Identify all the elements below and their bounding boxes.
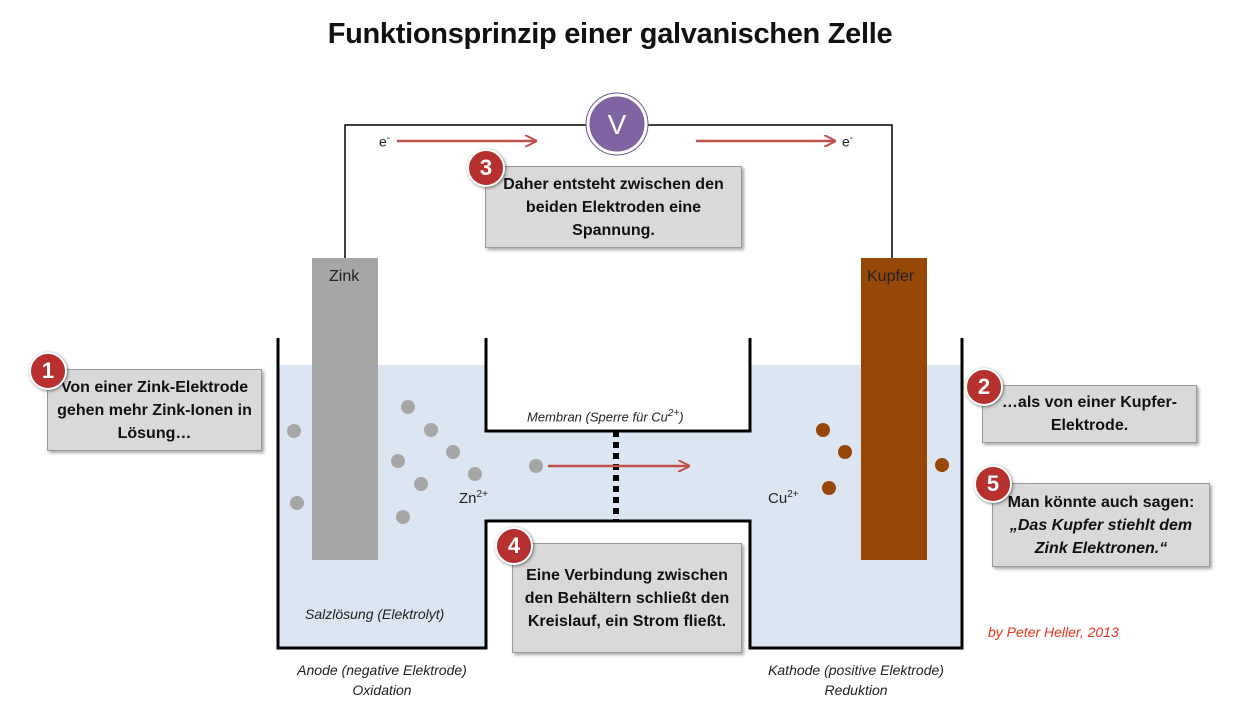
callout-4: Eine Verbindung zwischen den Behältern s… xyxy=(512,543,742,653)
copper-electrode xyxy=(861,258,927,560)
voltmeter xyxy=(586,93,648,155)
zinc-ion xyxy=(446,445,460,459)
callout-badge-3: 3 xyxy=(467,149,505,187)
zinc-label: Zink xyxy=(329,268,360,285)
callout-5: Man könnte auch sagen: „Das Kupfer stieh… xyxy=(992,483,1210,567)
callout-3: Daher entsteht zwischen den beiden Elekt… xyxy=(485,166,742,248)
copper-ion-label: Cu2+ xyxy=(768,489,799,507)
zinc-electrode xyxy=(312,258,378,560)
zinc-ion xyxy=(424,423,438,437)
zinc-ion-label: Zn2+ xyxy=(459,489,488,507)
callout-1: Von einer Zink-Elektrode gehen mehr Zink… xyxy=(47,369,262,451)
cathode-label: Kathode (positive Elektrode)Reduktion xyxy=(768,662,944,698)
callout-5-line2: „Das Kupfer stiehlt dem Zink Elektronen.… xyxy=(1009,516,1193,557)
anode-label: Anode (negative Elektrode)Oxidation xyxy=(297,662,467,698)
callout-badge-5: 5 xyxy=(974,465,1012,503)
zinc-ion xyxy=(290,496,304,510)
voltmeter-symbol: V xyxy=(608,109,627,140)
callout-badge-1: 1 xyxy=(29,352,67,390)
zinc-ion xyxy=(391,454,405,468)
zinc-ion xyxy=(401,400,415,414)
copper-ion xyxy=(822,481,836,495)
page-title: Funktionsprinzip einer galvanischen Zell… xyxy=(327,18,893,50)
callout-badge-2: 2 xyxy=(965,368,1003,406)
electrolyte-label: Salzlösung (Elektrolyt) xyxy=(305,606,445,622)
zinc-ion xyxy=(468,467,482,481)
copper-ion xyxy=(935,458,949,472)
zinc-ions xyxy=(287,400,543,524)
zinc-ion xyxy=(529,459,543,473)
zinc-ion xyxy=(414,477,428,491)
electron-label-left: e- xyxy=(379,133,391,150)
copper-label: Kupfer xyxy=(867,268,915,285)
copper-ion xyxy=(838,445,852,459)
membrane-label: Membran (Sperre für Cu2+) xyxy=(527,408,684,425)
copper-ions xyxy=(816,423,949,495)
electron-label-right: e- xyxy=(842,133,854,150)
credit: by Peter Heller, 2013 xyxy=(988,624,1119,640)
zinc-ion xyxy=(287,424,301,438)
wire xyxy=(344,124,893,258)
callout-5-line1: Man könnte auch sagen: xyxy=(1007,493,1195,511)
zinc-ion xyxy=(396,510,410,524)
callout-badge-4: 4 xyxy=(495,527,533,565)
copper-ion xyxy=(816,423,830,437)
callout-2: …als von einer Kupfer-Elektrode. xyxy=(982,385,1197,443)
